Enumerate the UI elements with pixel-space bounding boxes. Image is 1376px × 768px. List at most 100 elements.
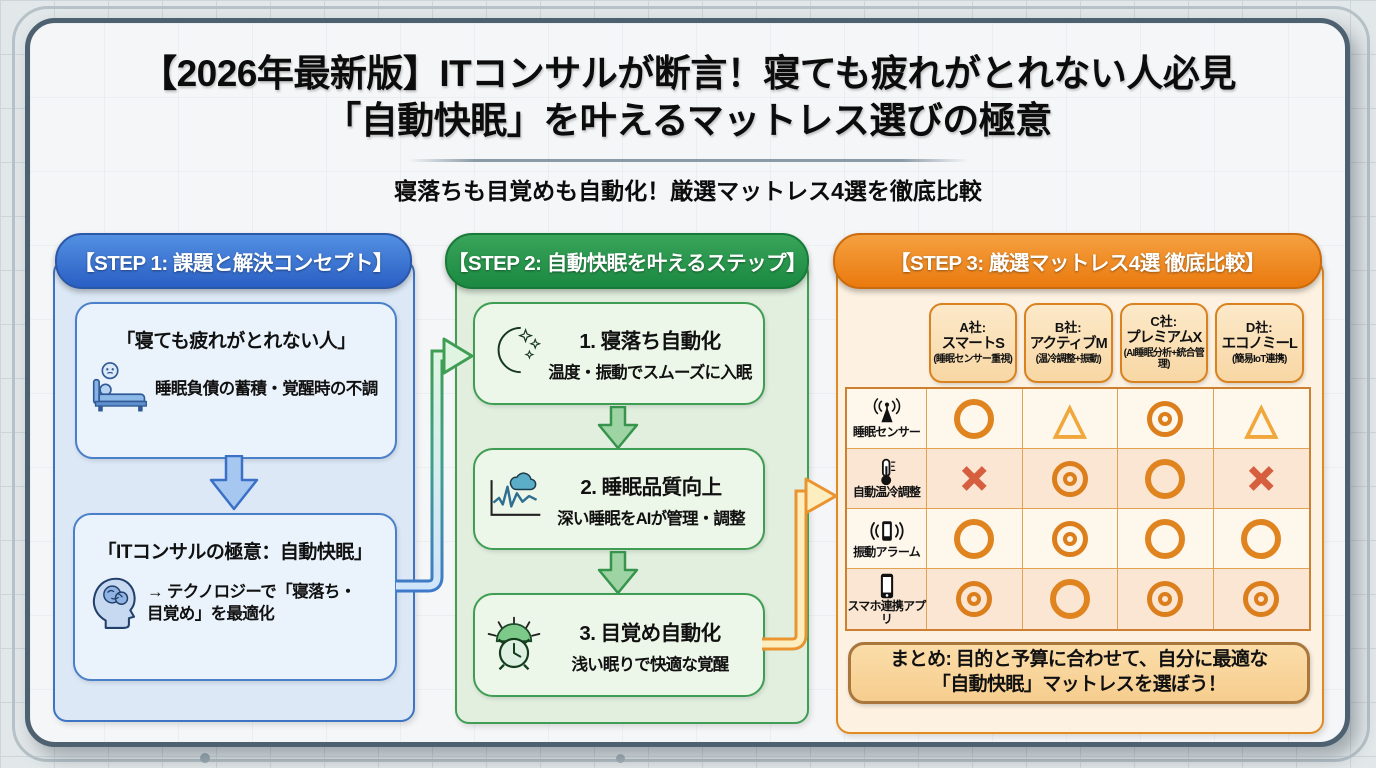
down-arrow-green-icon — [597, 406, 639, 450]
rating-double-circle-symbol — [1051, 460, 1088, 497]
sleep-graph-cloud-icon — [485, 471, 545, 527]
rating-double-circle-inner — [1062, 531, 1077, 546]
step1-header-pill: 【STEP 1: 課題と解決コンセプト】 — [55, 233, 412, 289]
sleep-sensor-icon — [871, 398, 903, 424]
concept-box-text: → テクノロジーで「寝落ち・目覚め」を最適化 — [147, 583, 356, 623]
rating-double-circle-symbol — [1243, 581, 1280, 617]
page-subtitle: 寝落ちも目覚めも自動化！厳選マットレス4選を徹底比較 — [394, 178, 982, 204]
problem-box-text: 睡眠負債の蓄積・覚醒時の不調 — [155, 379, 378, 398]
company-product: プレミアムX — [1126, 330, 1202, 347]
step2-box-2: 2. 睡眠品質向上 深い睡眠をAIが管理・調整 — [473, 448, 765, 550]
rating-cell: × — [927, 449, 1023, 509]
company-note: (簡易IoT連携) — [1232, 353, 1287, 365]
feature-label-text: 振動アラーム — [853, 544, 921, 559]
concept-box: 「ITコンサルの極意：自動快眠」 → テクノロジーで「寝落ち・目覚め」を最適化 — [73, 513, 397, 681]
rating-circle-symbol — [1241, 518, 1282, 559]
step2-box1-text: 温度・振動でスムーズに入眠 — [548, 364, 752, 382]
rating-cross-symbol: × — [960, 453, 988, 503]
problem-box-title: 「寝ても疲れがとれない人」 — [116, 331, 356, 352]
step2-box3-text: 浅い眠りで快適な覚醒 — [571, 655, 729, 674]
rating-cell — [1118, 449, 1214, 509]
company-row-spacer — [845, 303, 925, 383]
company-name: C社: — [1150, 314, 1178, 330]
decoration-dot — [616, 754, 625, 763]
step2-box1-title: 1. 寝落ち自動化 — [579, 330, 721, 353]
rating-double-circle-symbol — [956, 581, 993, 617]
step2-box-3: 3. 目覚め自動化 浅い眠りで快適な覚醒 — [473, 593, 765, 697]
outer-accent-border — [12, 6, 1370, 762]
company-header-cell: A社:スマートS(睡眠センサー重視) — [925, 303, 1021, 383]
rating-cell: × — [1213, 449, 1309, 509]
summary-line-1: まとめ: 目的と予算に合わせて、自分に最適な — [890, 649, 1268, 671]
rating-cell — [1213, 509, 1309, 569]
rating-triangle-symbol: △ — [1244, 394, 1278, 442]
decoration-dot — [200, 753, 210, 763]
step2-box3-title: 3. 目覚め自動化 — [579, 621, 721, 645]
rating-cell — [1022, 569, 1118, 629]
problem-box: 「寝ても疲れがとれない人」 睡眠負債の蓄積・覚醒時の不調 — [75, 302, 397, 459]
rating-triangle-symbol: △ — [1053, 394, 1087, 442]
company-header-b: B社:アクティブM(温冷調整+振動) — [1024, 303, 1113, 383]
feature-label-text: スマホ連携アプリ — [847, 598, 926, 626]
rating-double-circle-inner — [1158, 592, 1173, 606]
down-arrow-blue-icon — [209, 455, 259, 511]
summary-box: まとめ: 目的と予算に合わせて、自分に最適な 「自動快眠」マットレスを選ぼう！ — [848, 642, 1310, 704]
rating-cell — [1022, 509, 1118, 569]
company-header-c: C社:プレミアムX(AI睡眠分析+統合管理) — [1119, 303, 1208, 383]
company-product: スマートS — [941, 335, 1005, 352]
feature-label: 自動温冷調整 — [847, 449, 927, 509]
company-note: (温冷調整+振動) — [1035, 353, 1102, 365]
company-product: エコノミーL — [1221, 335, 1298, 352]
rating-cell — [927, 569, 1023, 629]
company-header-row: A社:スマートS(睡眠センサー重視)B社:アクティブM(温冷調整+振動)C社:プ… — [845, 303, 1307, 383]
rating-cell — [1022, 449, 1118, 509]
title-line-2: 「自動快眠」を叶えるマットレス選びの極意 — [324, 100, 1052, 142]
rating-circle-symbol — [954, 398, 995, 439]
company-header-d: D社:エコノミーL(簡易IoT連携) — [1215, 303, 1304, 383]
rating-cell — [927, 509, 1023, 569]
moon-stars-icon — [485, 324, 543, 383]
rating-cell: △ — [1213, 389, 1309, 449]
title-divider — [408, 159, 968, 162]
down-arrow-green-icon — [597, 551, 639, 595]
step3-header-pill: 【STEP 3: 厳選マットレス4選 徹底比較】 — [833, 233, 1322, 289]
company-header-cell: B社:アクティブM(温冷調整+振動) — [1021, 303, 1117, 383]
company-name: B社: — [1054, 319, 1082, 335]
rating-cell — [1118, 569, 1214, 629]
rating-cell — [1118, 389, 1214, 449]
sleeping-in-bed-icon — [91, 361, 149, 418]
rating-cross-symbol: × — [1247, 453, 1275, 503]
step2-header-pill: 【STEP 2: 自動快眠を叶えるステップ】 — [445, 233, 809, 289]
rating-circle-symbol — [1145, 458, 1186, 499]
rating-circle-symbol — [1049, 579, 1090, 619]
rating-cell — [1118, 509, 1214, 569]
page-title: 【2026年最新版】ITコンサルが断言！寝ても疲れがとれない人必見 「自動快眠」… — [40, 50, 1336, 145]
thermometer-icon — [876, 458, 898, 486]
feature-label: スマホ連携アプリ — [847, 569, 927, 629]
feature-label-text: 自動温冷調整 — [852, 484, 921, 499]
rating-double-circle-symbol — [1147, 581, 1184, 617]
comparison-table: 睡眠センサー △ △ 自動温冷調整 × × 振動アラームスマホ連携アプリ — [845, 387, 1311, 631]
rating-double-circle-inner — [1254, 592, 1269, 606]
rating-double-circle-inner — [1062, 471, 1077, 486]
brain-head-icon — [89, 572, 141, 635]
company-product: アクティブM — [1029, 335, 1108, 352]
rating-double-circle-symbol — [1051, 520, 1088, 557]
vibration-phone-icon — [869, 518, 904, 544]
company-header-a: A社:スマートS(睡眠センサー重視) — [928, 303, 1017, 383]
feature-label: 睡眠センサー — [847, 389, 927, 449]
feature-label-text: 睡眠センサー — [852, 424, 921, 439]
feature-label: 振動アラーム — [847, 509, 927, 569]
company-note: (AI睡眠分析+統合管理) — [1123, 347, 1205, 371]
company-name: A社: — [959, 319, 987, 335]
company-header-cell: C社:プレミアムX(AI睡眠分析+統合管理) — [1116, 303, 1212, 383]
company-note: (睡眠センサー重視) — [933, 353, 1013, 365]
title-line-1: 【2026年最新版】ITコンサルが断言！寝ても疲れがとれない人必見 — [140, 53, 1236, 94]
rating-cell — [927, 389, 1023, 449]
summary-line-2: 「自動快眠」マットレスを選ぼう！ — [931, 674, 1227, 695]
rating-double-circle-inner — [967, 592, 982, 606]
step2-box2-title: 2. 睡眠品質向上 — [580, 475, 722, 499]
company-header-cell: D社:エコノミーL(簡易IoT連携) — [1212, 303, 1308, 383]
rating-cell — [1213, 569, 1309, 629]
